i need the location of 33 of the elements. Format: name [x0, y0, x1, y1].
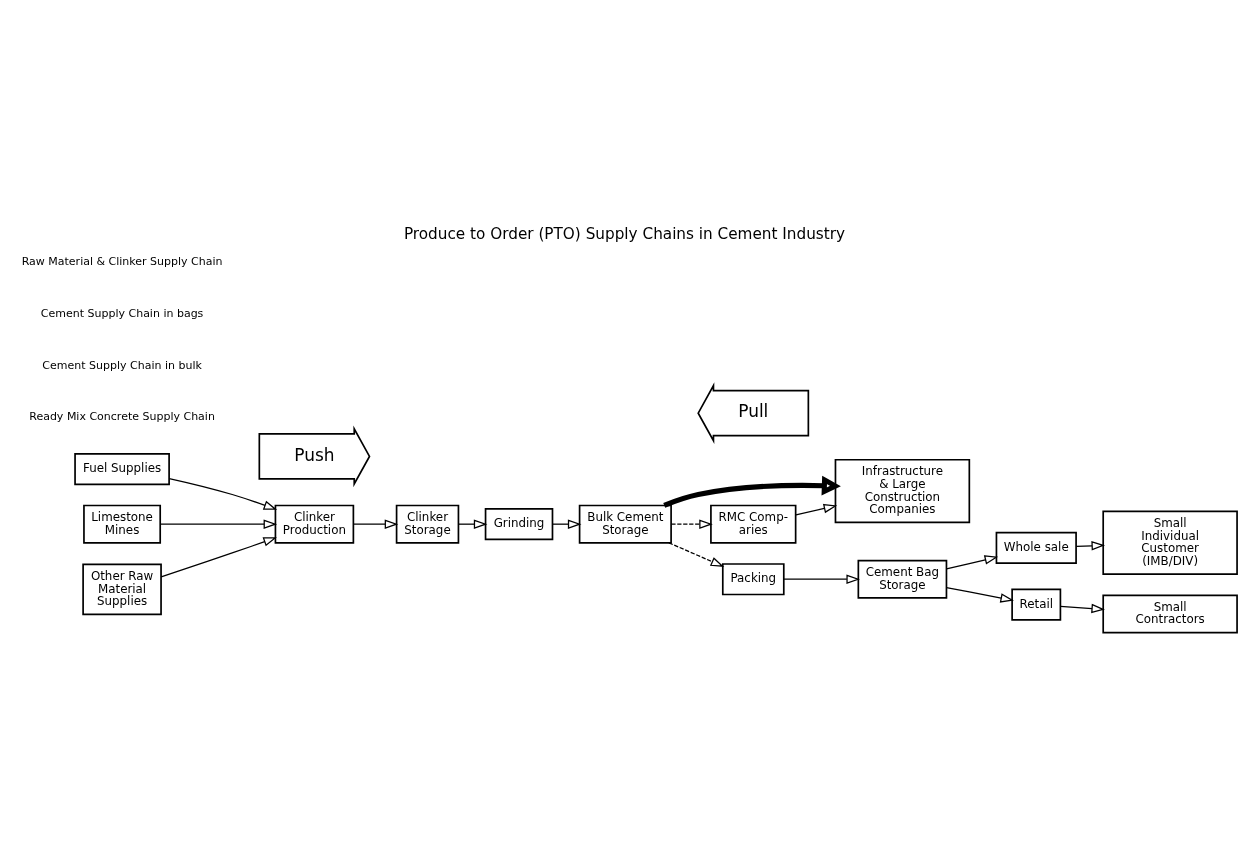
arrow	[159, 518, 278, 529]
arrow	[945, 586, 1014, 603]
arrow	[1059, 603, 1105, 613]
node-box: Clinker Production	[274, 504, 355, 544]
arrow	[945, 554, 999, 570]
arrow	[1075, 540, 1106, 551]
node-box: Fuel Supplies	[74, 452, 170, 485]
arrow	[160, 536, 277, 577]
node-box: Cement Bag Storage	[857, 559, 948, 599]
node-box: Small Individual Customer (IMB/DIV)	[1102, 510, 1238, 575]
node-box: Other Raw Material Supplies	[82, 563, 162, 615]
arrow	[670, 518, 713, 529]
node-box: Infrastructure & Large Construction Companies	[834, 458, 971, 523]
node-box: Small Contractors	[1102, 594, 1238, 633]
legend-label: Cement Supply Chain in bags	[40, 306, 204, 320]
node-box: Grinding	[484, 507, 554, 540]
diagram-title: Produce to Order (PTO) Supply Chains in Cement Industry	[403, 224, 846, 243]
node-box: Limestone Mines	[83, 504, 162, 544]
node-box: Bulk Cement Storage	[578, 504, 672, 544]
legend-label: Cement Supply Chain in bulk	[42, 358, 202, 372]
arrow	[668, 541, 725, 567]
arrow	[168, 477, 278, 510]
node-box: Whole sale	[995, 531, 1077, 564]
arrow	[352, 518, 399, 529]
node-box: RMC Comp- aries	[710, 504, 797, 544]
arrow	[783, 574, 860, 584]
legend-label: Raw Material & Clinker Supply Chain	[21, 254, 223, 268]
node-box: Packing	[721, 562, 785, 595]
node-box: Clinker Storage	[395, 504, 460, 544]
legend-label: Ready Mix Concrete Supply Chain	[29, 409, 215, 423]
node-box: Retail	[1011, 588, 1062, 621]
arrow	[663, 475, 841, 508]
arrow	[795, 503, 838, 515]
